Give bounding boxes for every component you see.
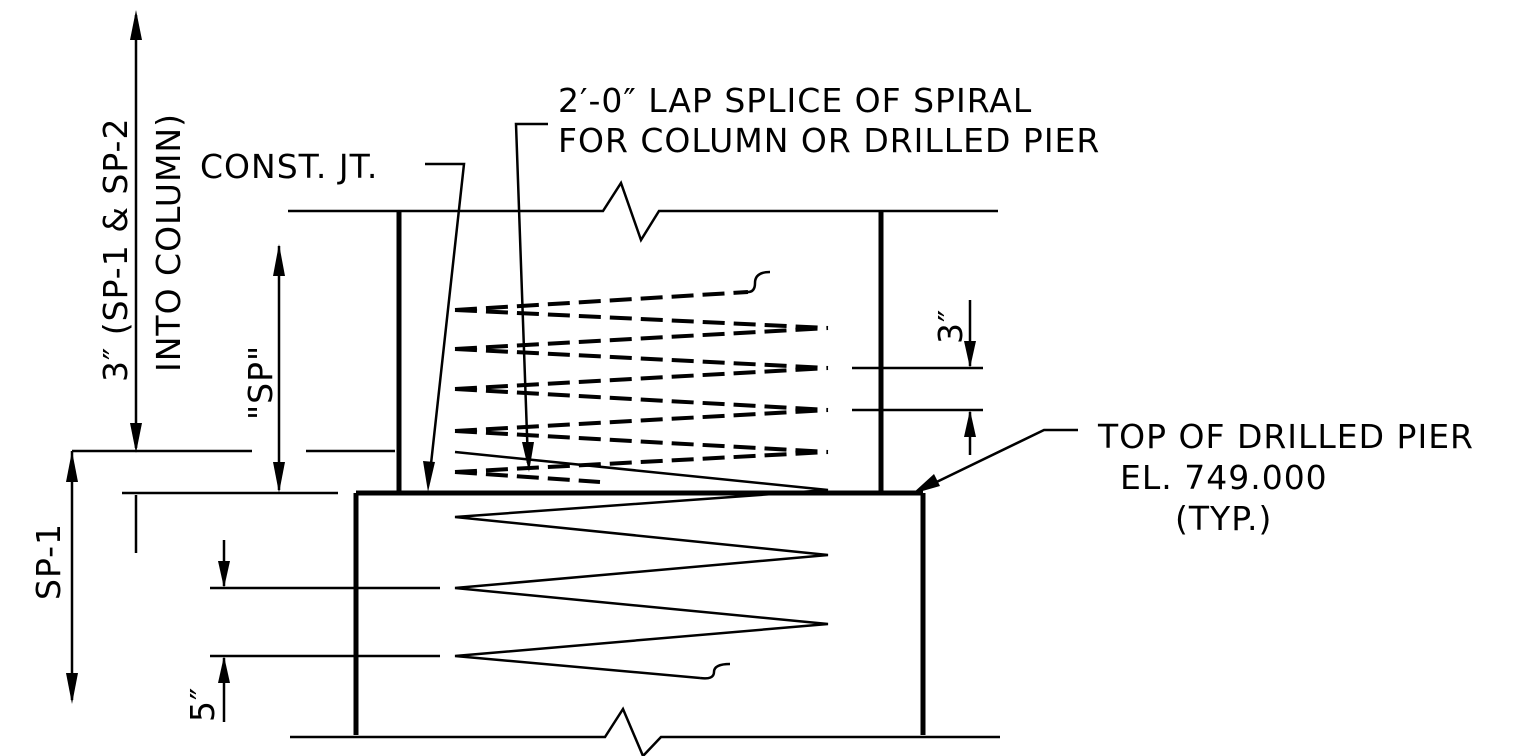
pier-spiral-zigzag: [454, 450, 829, 680]
lap-splice-text-line2: FOR COLUMN OR DRILLED PIER: [558, 121, 1100, 160]
spiral-turn: [454, 347, 829, 370]
lap-dim-text-line2: INTO COLUMN): [149, 113, 188, 372]
top-of-pier-leader: [917, 428, 1078, 493]
lap-splice-callout: 2′-0″ LAP SPLICE OF SPIRAL FOR COLUMN OR…: [514, 81, 1100, 472]
top-of-pier-text-line1: TOP OF DRILLED PIER: [1097, 417, 1474, 456]
top-of-pier-callout: TOP OF DRILLED PIER EL. 749.000 (TYP.): [912, 417, 1474, 538]
lap-splice-leader: [514, 122, 548, 464]
pier-bottom-break-line: [290, 706, 1000, 756]
pitch-3in-text: 3″: [931, 309, 970, 344]
const-jt-text: CONST. JT.: [200, 147, 378, 186]
sp1-dimension: SP-1: [29, 451, 78, 704]
spiral-hook-end-top: [747, 270, 771, 294]
sp-dimension: "SP": [122, 244, 338, 553]
pitch-5in-text: 5″: [183, 687, 222, 722]
column-spiral: [454, 270, 829, 484]
lap-dimension: 3″ (SP-1 & SP-2 INTO COLUMN): [72, 10, 395, 453]
pier-spiral: [454, 450, 829, 680]
spiral-turn: [454, 408, 829, 433]
spiral-turn: [454, 450, 829, 474]
pitch-3in-dimension: 3″: [852, 300, 983, 455]
spiral-turn: [454, 387, 829, 412]
const-jt-callout: CONST. JT.: [200, 147, 466, 492]
drilled-pier-outline: [290, 490, 1000, 756]
column-outline: [288, 180, 998, 493]
spiral-turn: [454, 308, 829, 330]
spiral-turn: [454, 366, 829, 391]
top-of-pier-text-line2: EL. 749.000: [1120, 458, 1328, 497]
column-top-break-line: [288, 180, 998, 243]
top-of-pier-text-line3: (TYP.): [1175, 499, 1272, 538]
sp1-dim-text: SP-1: [29, 523, 68, 600]
pitch-5in-dimension: 5″: [183, 540, 440, 722]
spiral-turn: [454, 429, 829, 454]
spiral-turn: [454, 290, 749, 312]
lap-dim-text-line1: 3″ (SP-1 & SP-2: [96, 118, 135, 382]
spiral-turn: [454, 326, 829, 351]
lap-splice-text-line1: 2′-0″ LAP SPLICE OF SPIRAL: [558, 81, 1032, 120]
sp-dim-text: "SP": [241, 345, 280, 420]
spiral-turn: [454, 470, 601, 484]
spiral-hook-end-bottom: [699, 662, 731, 680]
const-jt-leader: [425, 162, 466, 483]
